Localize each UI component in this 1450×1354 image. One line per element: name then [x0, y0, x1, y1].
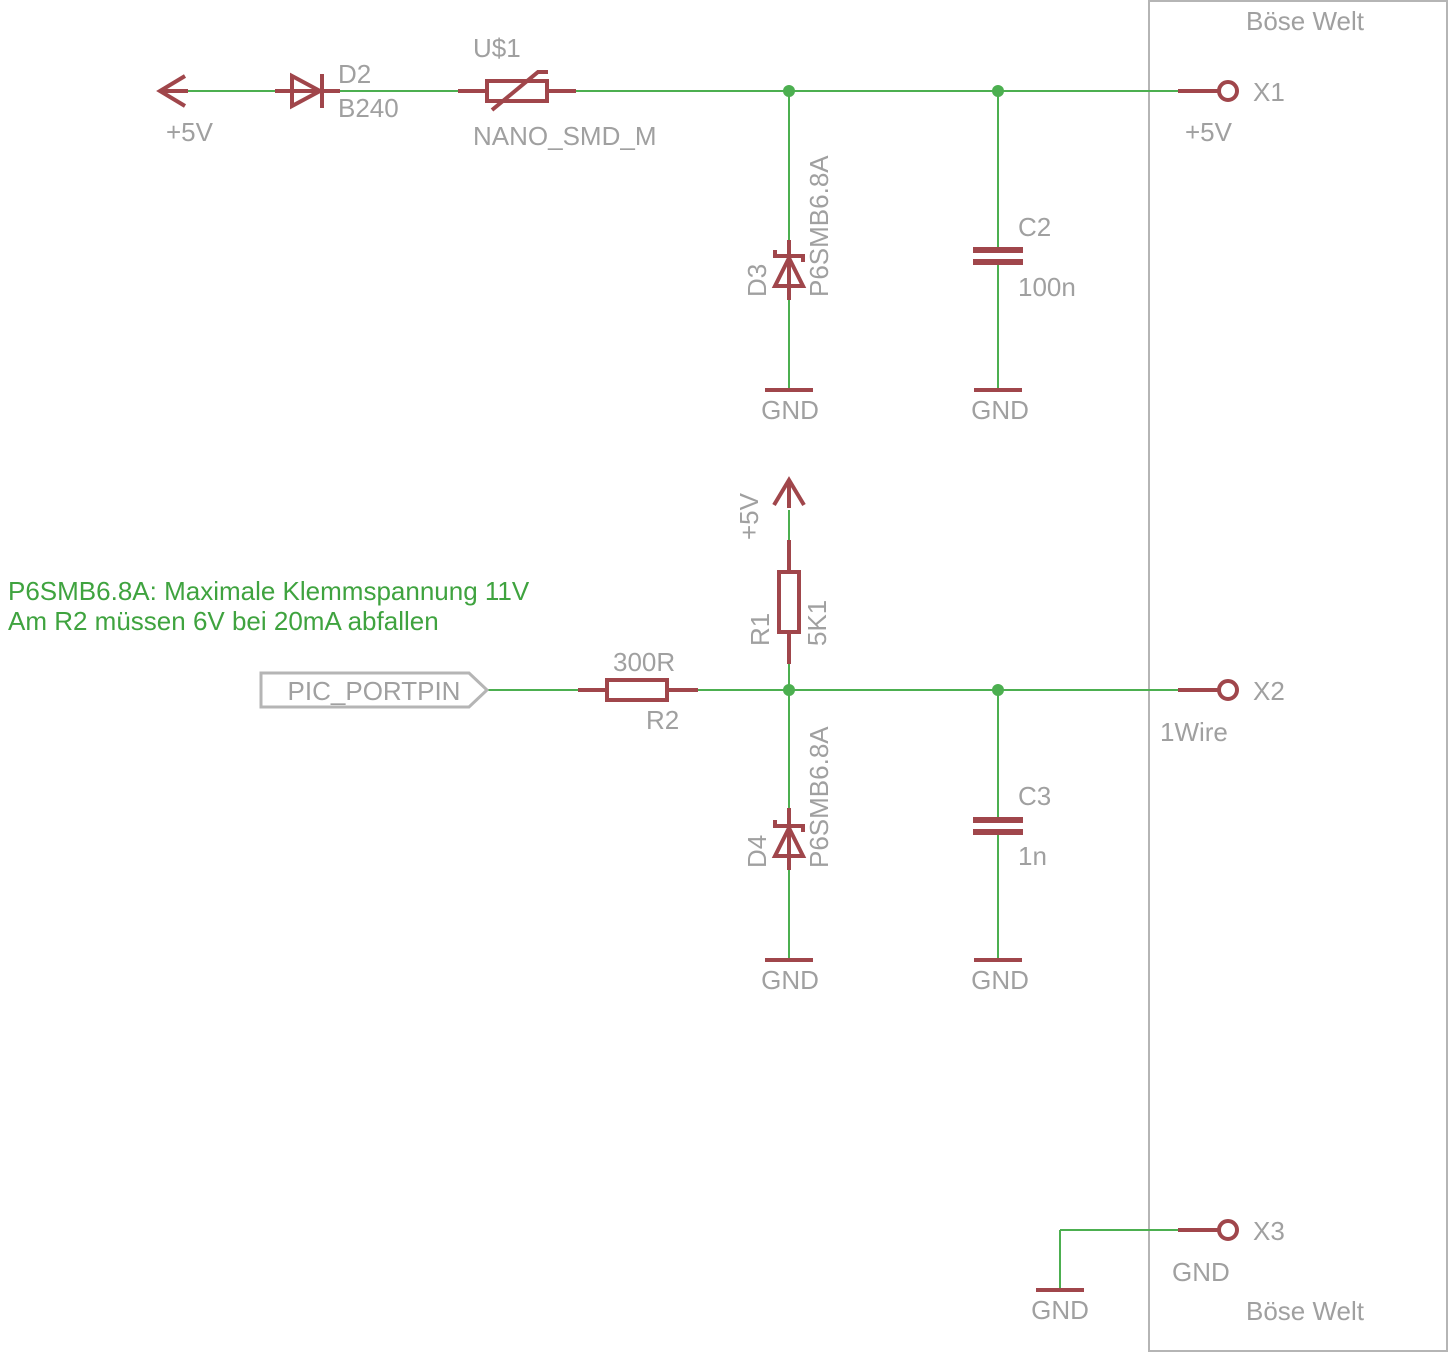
top-rail-wires	[160, 85, 1180, 390]
x3-net: GND	[1172, 1257, 1230, 1287]
ground-c2-label: GND	[971, 395, 1029, 425]
connector-x2: X2 1Wire	[1160, 676, 1285, 747]
connector-x1: X1 +5V	[1178, 77, 1285, 147]
tvs-d3: D3 P6SMB6.8A	[742, 155, 834, 300]
r2-name: R2	[646, 705, 679, 735]
ground-x3: GND	[1031, 1288, 1089, 1325]
net-label-pic-portpin: PIC_PORTPIN	[259, 671, 490, 709]
gnd-rail-wires	[1059, 1229, 1180, 1290]
c3-value: 1n	[1018, 841, 1047, 871]
r1-value: 5K1	[802, 600, 832, 646]
supply-5v-left: +5V	[156, 74, 214, 147]
d3-value: P6SMB6.8A	[804, 155, 834, 297]
d3-name: D3	[742, 264, 772, 297]
ground-d3-label: GND	[761, 395, 819, 425]
frame-title-bottom: Böse Welt	[1246, 1296, 1365, 1326]
c3-name: C3	[1018, 781, 1051, 811]
ground-c3-label: GND	[971, 965, 1029, 995]
supply-5v-r1-label: +5V	[734, 492, 764, 540]
pic-portpin-label: PIC_PORTPIN	[288, 676, 461, 706]
frame-box: Böse Welt Böse Welt	[1148, 0, 1448, 1352]
r2-value: 300R	[613, 647, 675, 677]
x2-name: X2	[1253, 676, 1285, 706]
u1-name: U$1	[473, 33, 521, 63]
ground-c2: GND	[971, 388, 1029, 425]
x3-name: X3	[1253, 1216, 1285, 1246]
c2-value: 100n	[1018, 272, 1076, 302]
x2-net: 1Wire	[1160, 717, 1228, 747]
x1-net: +5V	[1185, 117, 1233, 147]
c2-name: C2	[1018, 212, 1051, 242]
capacitor-c3: C3 1n	[973, 781, 1051, 871]
ground-d4: GND	[761, 958, 819, 995]
x1-name: X1	[1253, 77, 1285, 107]
supply-5v-r1: +5V	[734, 476, 806, 540]
onewire-rail-wires	[487, 510, 1180, 958]
d4-name: D4	[742, 835, 772, 868]
d2-value: B240	[338, 93, 399, 123]
ptc-u1: U$1 NANO_SMD_M	[458, 33, 656, 151]
resistor-r2: 300R R2	[578, 647, 698, 735]
note-r2-drop: Am R2 müssen 6V bei 20mA abfallen	[8, 606, 439, 636]
diode-d2: D2 B240	[275, 59, 399, 123]
d4-value: P6SMB6.8A	[804, 726, 834, 868]
note-clamp-voltage: P6SMB6.8A: Maximale Klemmspannung 11V	[8, 576, 530, 606]
u1-value: NANO_SMD_M	[473, 121, 656, 151]
ground-c3: GND	[971, 958, 1029, 995]
d2-name: D2	[338, 59, 371, 89]
tvs-d4: D4 P6SMB6.8A	[742, 726, 834, 870]
capacitor-c2: C2 100n	[973, 212, 1076, 302]
connector-x3: X3 GND	[1172, 1216, 1285, 1287]
resistor-r1: R1 5K1	[745, 540, 832, 664]
frame-title-top: Böse Welt	[1246, 6, 1365, 36]
ground-d3: GND	[761, 388, 819, 425]
ground-d4-label: GND	[761, 965, 819, 995]
r1-name: R1	[745, 613, 775, 646]
supply-5v-left-label: +5V	[166, 117, 214, 147]
ground-x3-label: GND	[1031, 1295, 1089, 1325]
